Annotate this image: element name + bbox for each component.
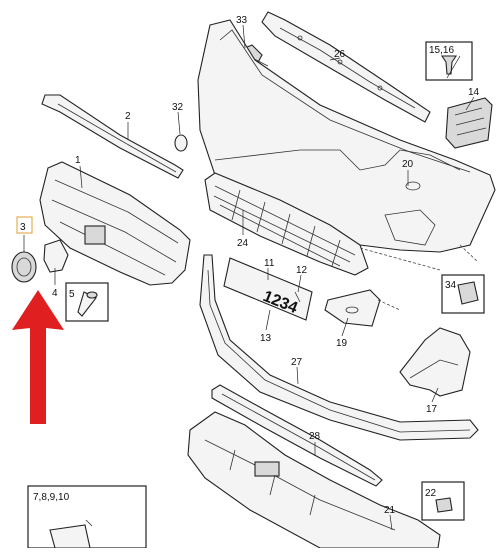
part-21-absorber: [187, 411, 441, 549]
part-4-bracket: [43, 239, 69, 273]
part-7-10-box: [27, 485, 147, 549]
part-17-side-bracket: [399, 327, 471, 397]
part-12-screw: [294, 291, 301, 303]
callout-2: 2: [125, 111, 131, 122]
part-1-grille-frame: [39, 161, 191, 286]
callout-28: 28: [309, 431, 321, 442]
callout-14: 14: [468, 87, 480, 98]
part-14-bracket: [445, 97, 493, 149]
callout-22: 22: [425, 488, 437, 499]
callout-1: 1: [75, 155, 81, 166]
highlight-box-3: [16, 216, 33, 234]
red-arrow-icon: [12, 290, 64, 424]
part-28-lower-strip: [211, 384, 383, 487]
part-26-upper-strip: [261, 11, 431, 123]
callout-32: 32: [172, 102, 184, 113]
callout-4: 4: [52, 288, 58, 299]
callout-26: 26: [334, 49, 346, 60]
callout-21: 21: [384, 505, 396, 516]
callout-27: 27: [291, 357, 303, 368]
callout-7-10: 7,8,9,10: [33, 492, 70, 503]
callout-24: 24: [237, 238, 249, 249]
callout-3: 3: [20, 222, 26, 233]
part-19-fog-cover: [324, 289, 401, 327]
part-15-16-box: [425, 41, 473, 81]
leader-lines: [23, 24, 475, 531]
callout-13: 13: [260, 333, 272, 344]
part-3-emblem: [11, 251, 37, 283]
part-34-box: [441, 274, 485, 314]
part-20-bumper-cover: [197, 19, 496, 271]
part-2-grille-strip: [41, 94, 184, 179]
part-22-box: [421, 481, 465, 521]
callout-20: 20: [402, 159, 414, 170]
part-32-cap: [174, 134, 188, 152]
callout-19: 19: [336, 338, 348, 349]
callout-34: 34: [445, 280, 457, 291]
callout-33: 33: [236, 15, 248, 26]
callout-5: 5: [69, 289, 75, 300]
part-5-screw-box: [65, 282, 109, 322]
callout-labels: 1 2 3 4 5 11 12 13 14 15,16 17 19 20 21 …: [20, 15, 480, 516]
callout-11: 11: [264, 258, 275, 269]
part-27-trim-strip: [199, 254, 479, 441]
callout-12: 12: [296, 265, 308, 276]
callout-17: 17: [426, 404, 438, 415]
callout-15-16: 15,16: [429, 45, 454, 56]
